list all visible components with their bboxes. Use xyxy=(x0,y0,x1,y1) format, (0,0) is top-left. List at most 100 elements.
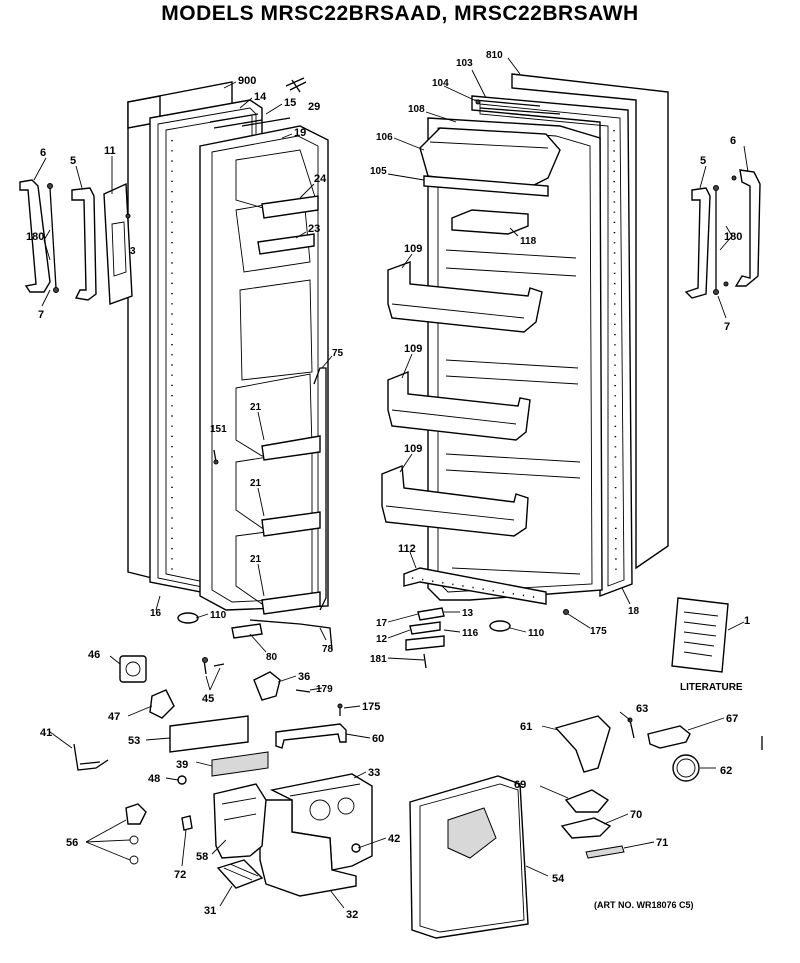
callout-21b: 21 xyxy=(250,478,262,489)
callout-23: 23 xyxy=(308,223,320,235)
part-69 xyxy=(564,789,610,813)
callout-13: 13 xyxy=(462,608,474,619)
callout-56: 56 xyxy=(66,837,78,849)
callout-70: 70 xyxy=(630,809,642,821)
freezer-hinge-bracket xyxy=(103,182,133,305)
cam-56 xyxy=(125,803,147,825)
callout-42: 42 xyxy=(388,833,400,845)
leader-lines xyxy=(33,57,749,909)
fresh-food-handle-trim xyxy=(734,169,761,287)
callout-75: 75 xyxy=(332,348,344,359)
freezer-shelf-21b xyxy=(261,511,321,537)
callout-48: 48 xyxy=(148,773,160,785)
freezer-shelf-21c xyxy=(261,591,321,615)
callout-109b: 109 xyxy=(404,343,422,355)
callout-19: 19 xyxy=(294,127,306,139)
callout-62: 62 xyxy=(720,765,732,777)
callout-45: 45 xyxy=(202,693,214,705)
callout-36: 36 xyxy=(298,671,310,683)
freezer-shelf-23 xyxy=(257,233,315,255)
freezer-door-assembly xyxy=(19,77,333,651)
fresh-food-outer-door xyxy=(511,73,669,570)
callout-41: 41 xyxy=(40,727,52,739)
callout-21a: 21 xyxy=(250,402,262,413)
callout-109c: 109 xyxy=(404,443,422,455)
callout-46: 46 xyxy=(88,649,100,661)
art-number: (ART NO. WR18076 C5) xyxy=(594,900,694,910)
callout-180-right: 180 xyxy=(724,231,742,243)
freezer-shelf-21a xyxy=(261,435,321,461)
callout-72: 72 xyxy=(174,869,186,881)
callout-63: 63 xyxy=(636,703,648,715)
literature-booklet xyxy=(671,597,729,673)
lever-41 xyxy=(73,743,109,771)
callout-180-left: 180 xyxy=(26,231,44,243)
callout-6-left: 6 xyxy=(40,147,46,159)
bottom-rail-112 xyxy=(403,567,547,605)
panel-39 xyxy=(211,751,269,777)
callout-31: 31 xyxy=(204,905,216,917)
callout-58: 58 xyxy=(196,851,208,863)
rod-71 xyxy=(585,845,625,859)
callout-29: 29 xyxy=(308,101,320,113)
literature-label: LITERATURE xyxy=(680,682,743,693)
callout-110-left: 110 xyxy=(210,610,227,621)
freezer-handle xyxy=(71,187,97,301)
dispenser-assembly xyxy=(73,655,763,939)
callout-labels: 900 14 29 15 19 24 23 11 6 5 180 3 7 75 … xyxy=(26,50,750,921)
callout-39: 39 xyxy=(176,759,188,771)
callout-53: 53 xyxy=(128,735,140,747)
callout-1: 1 xyxy=(744,615,750,627)
callout-175a: 175 xyxy=(590,626,607,637)
fresh-food-door-assembly xyxy=(381,73,761,669)
callout-181: 181 xyxy=(370,654,387,665)
housing-32 xyxy=(259,799,357,897)
funnel-61 xyxy=(554,715,611,773)
callout-7-right: 7 xyxy=(724,321,730,333)
drip-tray-31 xyxy=(216,859,264,889)
freezer-handle-trim xyxy=(19,179,51,293)
bracket-36 xyxy=(253,671,281,701)
callout-179: 179 xyxy=(316,684,333,695)
callout-61: 61 xyxy=(520,721,532,733)
callout-32: 32 xyxy=(346,909,358,921)
callout-7-left: 7 xyxy=(38,309,44,321)
plate-53 xyxy=(169,715,249,753)
callout-3: 3 xyxy=(130,246,136,257)
callout-6-right: 6 xyxy=(730,135,736,147)
callout-112: 112 xyxy=(398,543,416,555)
callout-810: 810 xyxy=(486,50,503,61)
callout-80: 80 xyxy=(266,652,278,663)
freezer-shelf-24 xyxy=(261,195,319,219)
callout-33: 33 xyxy=(368,767,380,779)
callout-106: 106 xyxy=(376,132,393,143)
callout-69: 69 xyxy=(514,779,526,791)
dispenser-58 xyxy=(213,783,267,859)
door-bin-109b xyxy=(387,370,531,441)
callout-60: 60 xyxy=(372,733,384,745)
door-bin-109c xyxy=(381,465,529,537)
callout-12: 12 xyxy=(376,634,388,645)
part-70 xyxy=(560,817,612,839)
callout-105: 105 xyxy=(370,166,387,177)
callout-175b: 175 xyxy=(362,701,380,713)
fresh-food-handle xyxy=(684,187,711,299)
callout-15: 15 xyxy=(284,97,296,109)
bracket-60 xyxy=(275,723,347,749)
callout-18: 18 xyxy=(628,606,640,617)
callout-118: 118 xyxy=(520,236,537,247)
callout-5-right: 5 xyxy=(700,155,706,167)
callout-78: 78 xyxy=(322,644,334,655)
callout-16: 16 xyxy=(150,608,162,619)
callout-17: 17 xyxy=(376,618,388,629)
callout-151: 151 xyxy=(210,424,227,435)
callout-24: 24 xyxy=(314,173,327,185)
switch-46 xyxy=(119,655,147,683)
bracket-47 xyxy=(149,689,175,719)
callout-110-right: 110 xyxy=(528,628,545,639)
callout-14: 14 xyxy=(254,91,267,103)
callout-21c: 21 xyxy=(250,554,262,565)
callout-109a: 109 xyxy=(404,243,422,255)
callout-11: 11 xyxy=(104,145,116,157)
